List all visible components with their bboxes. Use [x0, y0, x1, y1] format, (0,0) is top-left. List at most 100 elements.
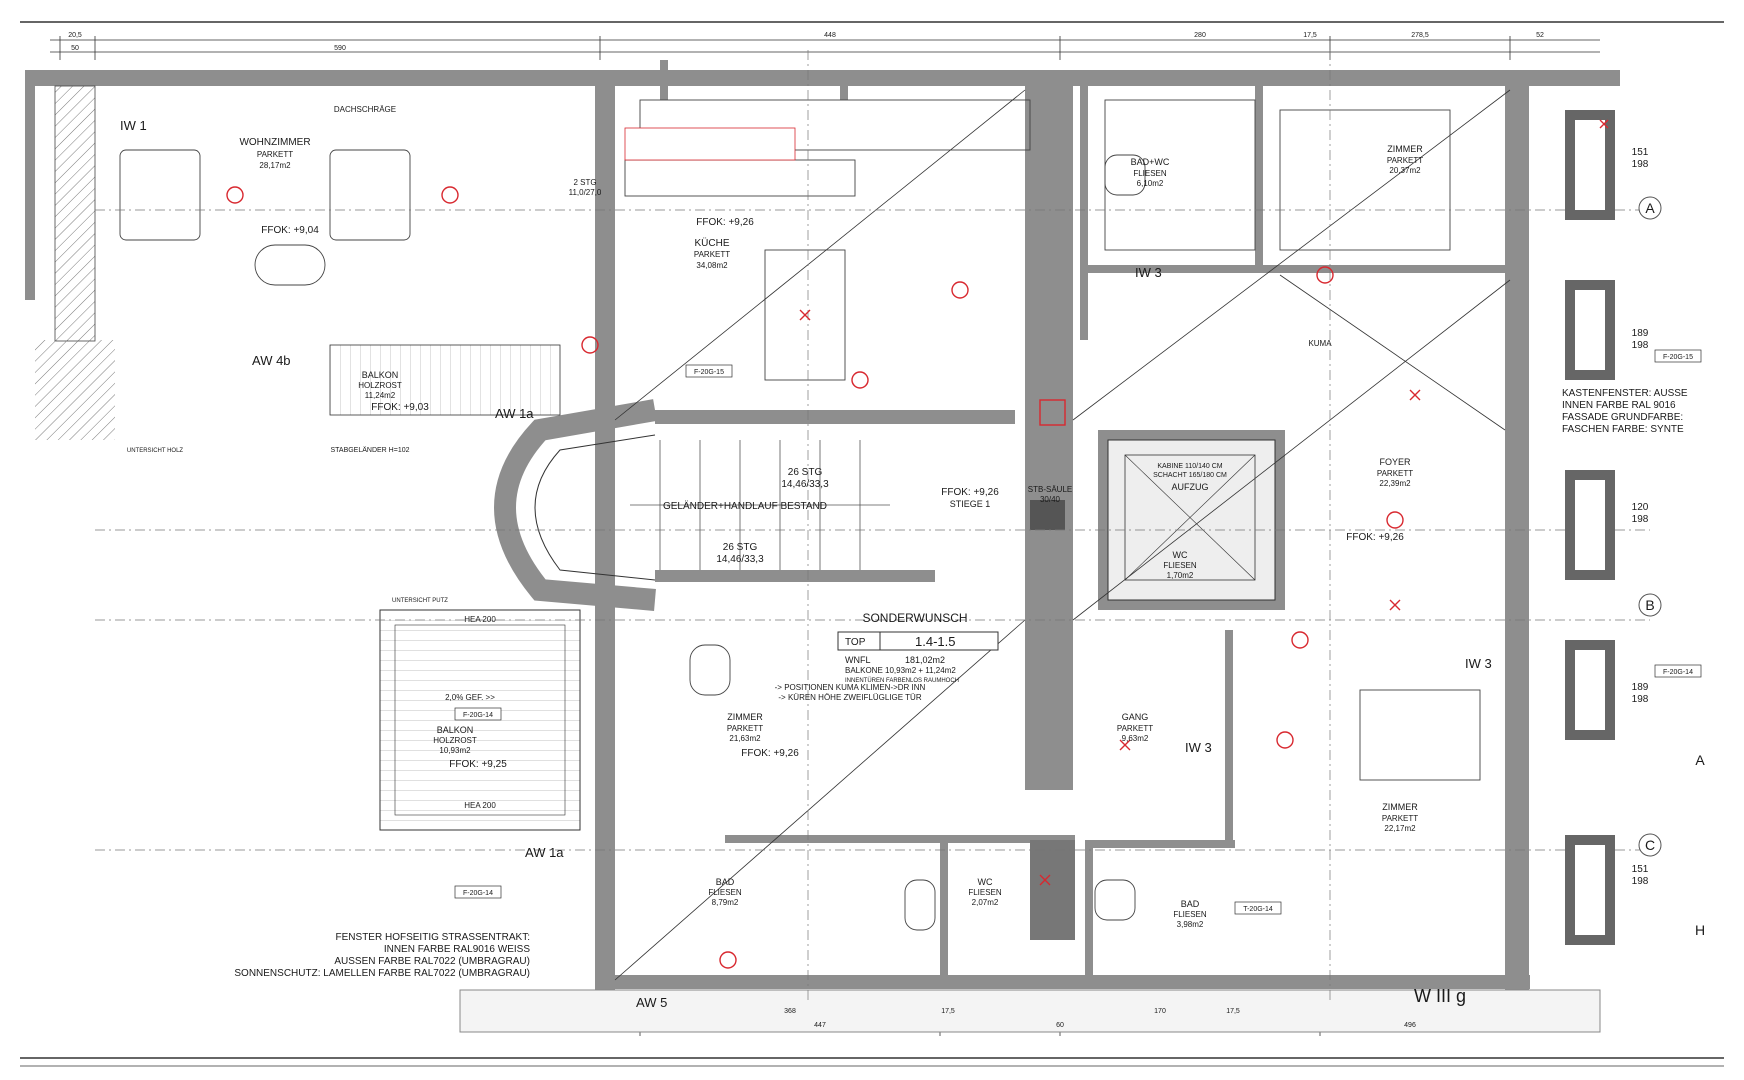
- room-bad-wc-top-floor: FLIESEN: [1133, 169, 1167, 178]
- annotation-stabgel: STABGELÄNDER H=102: [330, 446, 409, 454]
- room-wc-low-floor: FLIESEN: [968, 888, 1002, 897]
- stairs-lower: 26 STG: [723, 542, 758, 553]
- annotation-kurren: -> KÜREN HÖHE ZWEIFLÜGLIGE TÜR: [778, 693, 921, 702]
- dim-right-3: 189: [1632, 328, 1649, 339]
- note-left-4: SONNENSCHUTZ: LAMELLEN FARBE RAL7022 (UM…: [234, 968, 530, 979]
- room-zimmer-right-area: 22,17m2: [1384, 824, 1416, 833]
- aufzug-name: AUFZUG: [1172, 482, 1209, 492]
- room-bad-right-area: 3,98m2: [1177, 920, 1204, 929]
- dim-right-1: 151: [1632, 147, 1649, 158]
- stairs-upper-dim: 14,46/33,3: [781, 479, 829, 490]
- dim-right-8: 198: [1632, 694, 1649, 705]
- aufzug-schacht: SCHACHT 165/180 CM: [1153, 472, 1227, 479]
- room-kueche-area: 34,08m2: [696, 261, 728, 270]
- stb-saeule-dim: 30/40: [1040, 495, 1061, 504]
- diagonal-lines: [614, 89, 1511, 981]
- room-kueche-name: KÜCHE: [694, 237, 729, 249]
- wall-iw1: IW 1: [120, 118, 147, 133]
- dim-bottom-3: 17,5: [941, 1008, 955, 1015]
- top-box-wnfl-label: WNFL: [845, 655, 871, 665]
- dim-bottom-7: 60: [1056, 1022, 1064, 1029]
- dimension-texts-top: 20,5 50 590 448 280 17,5 278,5 52: [68, 32, 1544, 52]
- sheet-frame: [20, 21, 1724, 1067]
- stairs-railing: GELÄNDER+HANDLAUF BESTAND: [663, 500, 827, 512]
- room-gang-name: GANG: [1122, 712, 1149, 722]
- room-foyer-name: FOYER: [1379, 457, 1411, 467]
- room-bad-low-area: 8,79m2: [712, 898, 739, 907]
- top-box-number: 1.4-1.5: [915, 634, 955, 649]
- courtyard-edge: [459, 989, 1601, 1033]
- room-balkon-top-floor: HOLZROST: [358, 381, 402, 390]
- level-ffok-926-zimmer: FFOK: +9,26: [741, 748, 799, 759]
- level-ffok-925: FFOK: +9,25: [449, 759, 507, 770]
- dim-top-6: 17,5: [1303, 32, 1317, 39]
- room-foyer-area: 22,39m2: [1379, 479, 1411, 488]
- dimension-texts-bottom: 368 447 17,5 170 17,5 496 60: [784, 1008, 1416, 1029]
- roof-hatch: [35, 340, 115, 440]
- dim-top-7: 278,5: [1411, 32, 1429, 39]
- room-zimmer-right-floor: PARKETT: [1382, 814, 1418, 823]
- dim-right-6: 198: [1632, 514, 1649, 525]
- room-zimmer-right-name: ZIMMER: [1382, 802, 1418, 812]
- top-box-label: TOP: [845, 637, 866, 648]
- level-ffok-903: FFOK: +9,03: [371, 402, 429, 413]
- top-box-wnfl-value: 181,02m2: [905, 655, 945, 665]
- room-bad-right-floor: FLIESEN: [1173, 910, 1207, 919]
- stb-saeule: STB-SÄULE: [1028, 485, 1072, 494]
- annotation-kuma: KUMA: [1308, 339, 1332, 348]
- dim-top-4: 448: [824, 32, 836, 39]
- stairs-upper: 26 STG: [788, 467, 823, 478]
- room-wc-mid-floor: FLIESEN: [1163, 561, 1197, 570]
- text-layer: WOHNZIMMER PARKETT 28,17m2 FFOK: +9,04 K…: [239, 137, 1423, 929]
- dim-bottom-1: 368: [784, 1008, 796, 1015]
- dim-right-4: 198: [1632, 340, 1649, 351]
- dim-top-1: 20,5: [68, 32, 82, 39]
- notes-right: KASTENFENSTER: AUSSE INNEN FARBE RAL 901…: [1562, 388, 1688, 435]
- wall-aw1a: AW 1a: [495, 406, 534, 421]
- annotation-untersicht-holz: UNTERSICHT HOLZ: [127, 448, 184, 454]
- hea200-top: HEA 200: [464, 615, 496, 624]
- stairs-small-dim: 11,0/27,0: [569, 188, 602, 197]
- annotation-dachschraege: DACHSCHRÄGE: [334, 105, 396, 114]
- note-left-3: AUSSEN FARBE RAL7022 (UMBRAGRAU): [334, 956, 530, 967]
- wall-type-labels: IW 1 IW 3 IW 3 IW 3 AW 4b AW 1a AW 1a AW…: [120, 118, 1492, 1010]
- dim-bottom-4: 170: [1154, 1008, 1166, 1015]
- dimension-texts-right: 151 198 189 198 120 198 189 198 151 198: [1632, 147, 1649, 887]
- note-right-3: FASSADE GRUNDFARBE:: [1562, 412, 1683, 423]
- stairs-small: 2 STG: [573, 178, 596, 187]
- axis-b: B: [1645, 597, 1654, 613]
- room-gang-floor: PARKETT: [1117, 724, 1153, 733]
- annotation-sonderwunsch: SONDERWUNSCH: [862, 611, 967, 625]
- window-tag-5: F-20G-15: [694, 369, 724, 376]
- room-zimmer-mid-area: 21,63m2: [729, 734, 761, 743]
- level-ffok-926-foyer: FFOK: +9,26: [1346, 532, 1404, 543]
- gefaelle: 2,0% GEF. >>: [445, 693, 495, 702]
- note-right-2: INNEN FARBE RAL 9016: [1562, 400, 1676, 411]
- annotations: DACHSCHRÄGE UNTERSICHT HOLZ UNTERSICHT P…: [127, 105, 1466, 1006]
- window-tag-2: F-20G-15: [1663, 354, 1693, 361]
- room-balkon-low-floor: HOLZROST: [433, 736, 477, 745]
- wall-aw1a-low: AW 1a: [525, 845, 564, 860]
- annotation-positionen: -> POSITIONEN KUMA KLIMEN->DR INN: [775, 683, 926, 692]
- dim-right-2: 198: [1632, 159, 1649, 170]
- notes-left: FENSTER HOFSEITIG STRASSENTRAKT: INNEN F…: [234, 932, 530, 979]
- room-zimmer-top-name: ZIMMER: [1387, 144, 1423, 154]
- axis-a-side: A: [1695, 752, 1705, 768]
- stairs-lower-dim: 14,46/33,3: [716, 554, 764, 565]
- balcony-upper: [329, 344, 561, 416]
- top-box-balkone: BALKONE 10,93m2 + 11,24m2: [845, 666, 956, 675]
- wall-iw3-b: IW 3: [1185, 740, 1212, 755]
- dim-bottom-6: 496: [1404, 1022, 1416, 1029]
- room-zimmer-top-area: 20,37m2: [1389, 166, 1421, 175]
- room-wc-mid-area: 1,70m2: [1167, 571, 1194, 580]
- red-electrical-symbols: [226, 119, 1609, 969]
- level-ffok-926: FFOK: +9,26: [696, 217, 754, 228]
- level-ffok-926-stiege: FFOK: +9,26: [941, 487, 999, 498]
- wall-aw4b: AW 4b: [252, 353, 291, 368]
- room-kueche-floor: PARKETT: [694, 250, 730, 259]
- red-note-box: [624, 127, 796, 161]
- room-wc-mid-name: WC: [1173, 550, 1188, 560]
- stb-column: [1030, 500, 1065, 530]
- elevator-shaft: [1107, 439, 1276, 601]
- hea200-bottom: HEA 200: [464, 801, 496, 810]
